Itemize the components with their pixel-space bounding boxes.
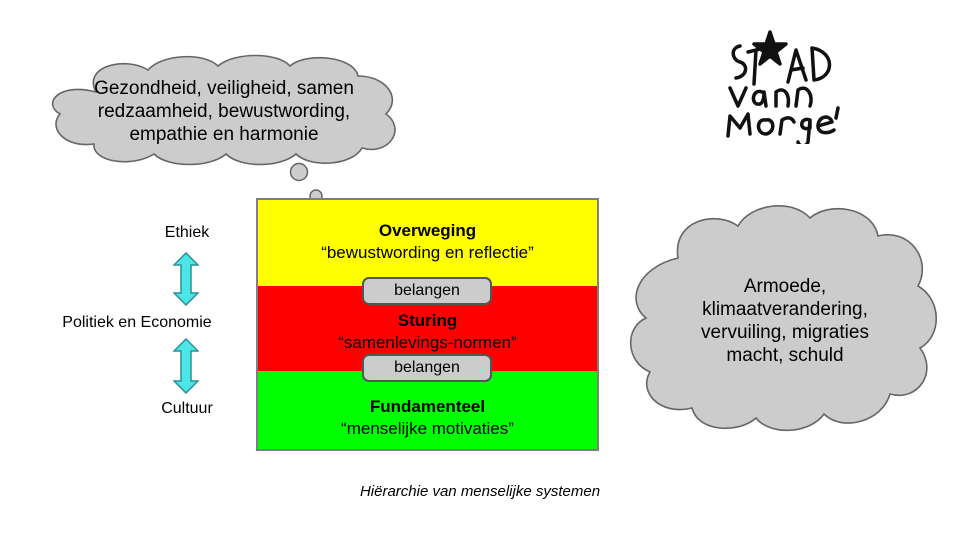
problem-line-2: klimaatverandering, bbox=[702, 299, 868, 320]
layer-fundamenteel-title: Fundamenteel bbox=[369, 397, 486, 416]
layer-overweging-subtitle: “bewustwording en reflectie” bbox=[321, 243, 534, 262]
stad-van-morgen-logo bbox=[726, 30, 840, 144]
side-label-ethiek: Ethiek bbox=[164, 224, 210, 241]
thought-cloud-text: Gezondheid, veiligheid, samen redzaamhei… bbox=[54, 60, 394, 162]
problem-cloud-shape bbox=[629, 205, 938, 432]
layer-sturing-title: Sturing bbox=[397, 311, 458, 330]
connector-belangen-upper: belangen bbox=[362, 277, 492, 305]
side-label-cultuur: Cultuur bbox=[161, 400, 213, 417]
layer-fundamenteel-subtitle: “menselijke motivaties” bbox=[341, 419, 514, 438]
thought-cloud-shape bbox=[51, 54, 396, 166]
layer-sturing-subtitle: “samenlevings-normen” bbox=[338, 333, 517, 352]
double-arrow-upper bbox=[173, 252, 199, 306]
problem-cloud-text: Armoede, klimaatverandering, vervuiling,… bbox=[650, 272, 920, 370]
side-label-politiek-economie: Politiek en Economie bbox=[62, 314, 212, 331]
thought-line-2: redzaamheid, bewustwording, bbox=[97, 100, 351, 122]
diagram-caption: Hiërarchie van menselijke systemen bbox=[359, 483, 601, 500]
layer-overweging-title: Overweging bbox=[378, 221, 477, 240]
hierarchy-diagram: Overweging “bewustwording en reflectie” … bbox=[256, 198, 599, 451]
problem-line-3: vervuiling, migraties bbox=[701, 322, 869, 343]
double-arrow-lower bbox=[173, 338, 199, 394]
problem-line-4: macht, schuld bbox=[726, 345, 844, 366]
thought-line-1: Gezondheid, veiligheid, samen bbox=[94, 77, 354, 99]
layer-fundamenteel: Fundamenteel “menselijke motivaties” bbox=[258, 371, 597, 449]
thought-line-3: empathie en harmonie bbox=[129, 123, 319, 145]
layer-overweging: Overweging “bewustwording en reflectie” bbox=[258, 200, 597, 287]
connector-belangen-lower: belangen bbox=[362, 354, 492, 382]
problem-line-1: Armoede, bbox=[743, 276, 827, 297]
